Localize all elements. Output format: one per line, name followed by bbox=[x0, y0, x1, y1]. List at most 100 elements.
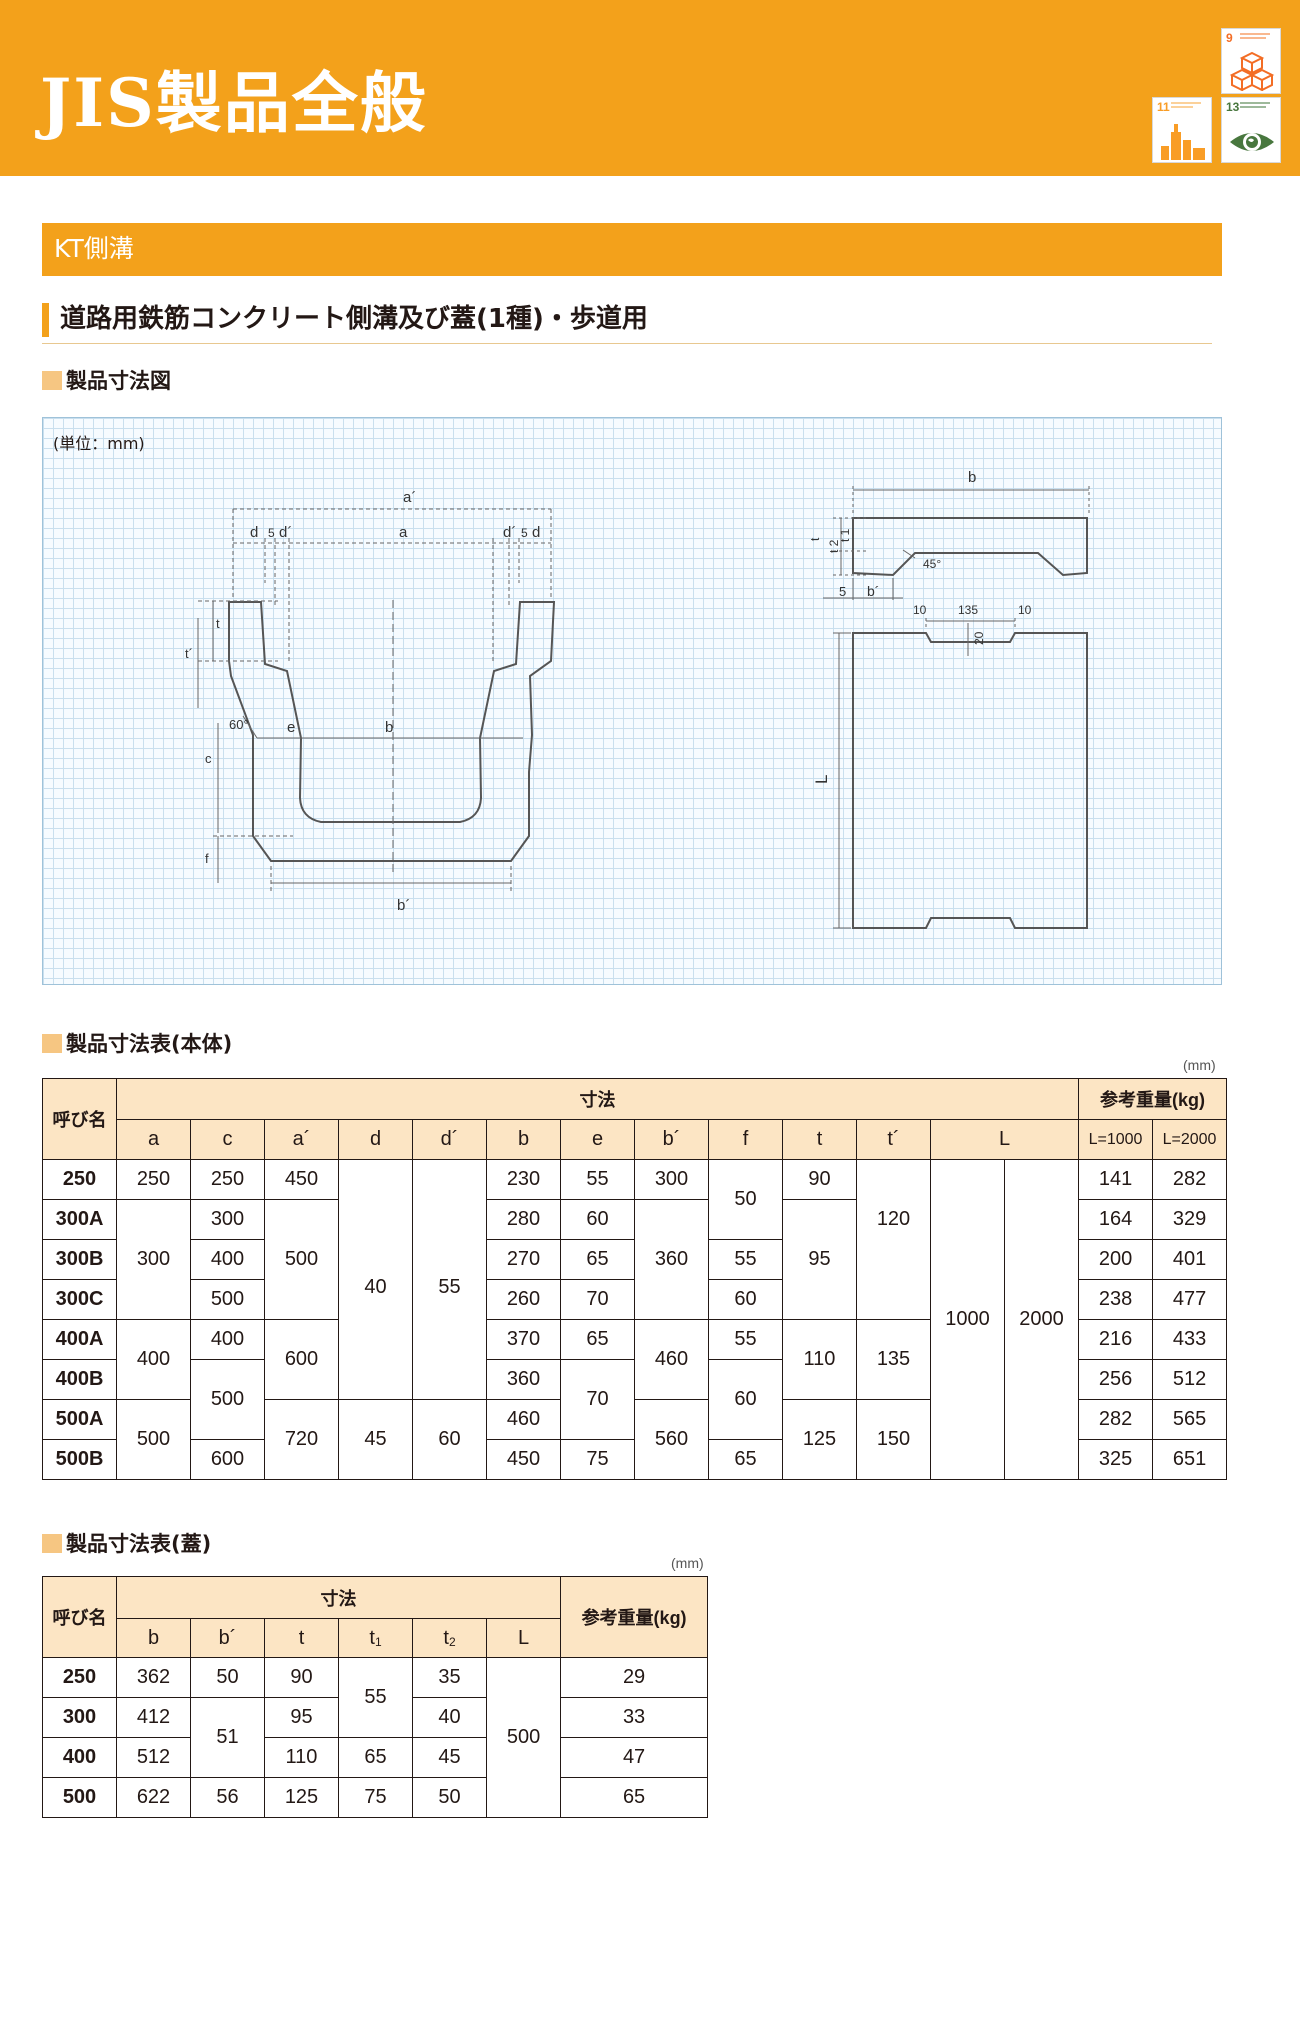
col-t1: t1 bbox=[338, 1618, 413, 1658]
cell-weight-1000: 216 bbox=[1078, 1319, 1154, 1360]
lid-label-45-degree: 45° bbox=[923, 557, 941, 571]
cell-L: 500 bbox=[485, 1657, 562, 1818]
cell-b: 230 bbox=[486, 1159, 561, 1200]
sdg-caption-lines bbox=[1171, 102, 1207, 112]
col-a: a bbox=[116, 1119, 191, 1160]
label-5-right: 5 bbox=[521, 526, 528, 540]
row-name: 300B bbox=[42, 1239, 117, 1280]
cell-t2: 50 bbox=[412, 1777, 487, 1818]
cell-t1: 75 bbox=[338, 1777, 413, 1818]
product-subtitle: 道路用鉄筋コンクリート側溝及び蓋(1種)・歩道用 bbox=[42, 300, 1212, 344]
col-t1-base: t bbox=[369, 1626, 375, 1649]
drawing-heading-text: 製品寸法図 bbox=[66, 369, 171, 393]
cell-weight-1000: 325 bbox=[1078, 1439, 1154, 1480]
cell-a-prime: 450 bbox=[264, 1159, 339, 1200]
cell-weight-1000: 256 bbox=[1078, 1359, 1154, 1400]
cell-b: 450 bbox=[486, 1439, 561, 1480]
cell-weight-2000: 565 bbox=[1152, 1399, 1228, 1440]
label-c: c bbox=[205, 751, 212, 766]
label-e: e bbox=[287, 719, 295, 736]
cell-weight-2000: 477 bbox=[1152, 1279, 1228, 1320]
cell-b: 280 bbox=[486, 1199, 561, 1240]
sdg-caption-lines bbox=[1240, 102, 1276, 112]
col-t-prime: t´ bbox=[856, 1119, 931, 1160]
sdg-number: 13 bbox=[1226, 100, 1240, 114]
body-dimension-table: 呼び名 寸法 参考重量(kg) a c a´ d d´ b e b´ f t t… bbox=[42, 1078, 1228, 1480]
cell-b-prime: 51 bbox=[190, 1697, 265, 1778]
cell-f: 65 bbox=[708, 1439, 783, 1480]
drawing-unit-note: (単位：mm) bbox=[53, 434, 145, 453]
label-d-prime-left: d´ bbox=[279, 524, 292, 541]
category-bar: KT側溝 bbox=[42, 223, 1222, 276]
col-b: b bbox=[116, 1618, 191, 1658]
cell-a: 300 bbox=[116, 1199, 191, 1320]
cell-d: 40 bbox=[338, 1159, 413, 1400]
cell-d-prime-value: 55 bbox=[438, 1276, 461, 1298]
col-t2: t2 bbox=[412, 1618, 487, 1658]
lid-label-t2: t 2 bbox=[827, 539, 841, 553]
drawing-heading: 製品寸法図 bbox=[42, 369, 171, 394]
cell-t: 110 bbox=[782, 1319, 857, 1400]
col-e: e bbox=[560, 1119, 635, 1160]
col-weight-header: 参考重量(kg) bbox=[560, 1576, 709, 1658]
category-label: KT側溝 bbox=[54, 234, 134, 263]
label-60-degree: 60° bbox=[229, 717, 249, 732]
lid-label-b-prime: b´ bbox=[867, 583, 879, 599]
cell-t-prime: 120 bbox=[856, 1159, 931, 1320]
cell-e: 65 bbox=[560, 1239, 635, 1280]
row-name: 250 bbox=[42, 1159, 117, 1200]
cell-b-prime: 50 bbox=[190, 1657, 265, 1698]
cell-c: 500 bbox=[190, 1279, 265, 1320]
row-name: 250 bbox=[42, 1657, 117, 1698]
cell-e: 60 bbox=[560, 1199, 635, 1240]
label-5-left: 5 bbox=[268, 526, 275, 540]
lid-table-unit: (mm) bbox=[671, 1555, 704, 1571]
cell-weight-2000: 329 bbox=[1152, 1199, 1228, 1240]
cell-b: 360 bbox=[486, 1359, 561, 1400]
heading-marker bbox=[42, 371, 62, 390]
lid-table-heading: 製品寸法表(蓋) bbox=[42, 1532, 211, 1557]
cell-f: 60 bbox=[708, 1359, 783, 1440]
city-buildings-icon bbox=[1161, 124, 1205, 160]
cell-c: 400 bbox=[190, 1319, 265, 1360]
lid-section bbox=[852, 517, 1088, 577]
cell-weight-1000: 200 bbox=[1078, 1239, 1154, 1280]
label-b: b bbox=[385, 719, 393, 736]
cell-L-2000: 2000 bbox=[1003, 1159, 1080, 1480]
row-name: 300 bbox=[42, 1697, 117, 1738]
label-t: t bbox=[216, 616, 220, 631]
cell-t: 95 bbox=[264, 1697, 339, 1738]
cell-weight-1000: 141 bbox=[1078, 1159, 1154, 1200]
cell-a: 400 bbox=[116, 1319, 191, 1400]
label-a-prime: a´ bbox=[403, 489, 416, 506]
cell-weight: 65 bbox=[560, 1777, 709, 1818]
sdg-goal-11-badge: 11 bbox=[1152, 97, 1212, 163]
cell-d: 45 bbox=[338, 1399, 413, 1480]
row-name: 400B bbox=[42, 1359, 117, 1400]
body-dimension-labels: a´ a d 5 d´ d´ 5 d t t´ c f 60° e b b´ bbox=[185, 489, 540, 914]
cell-b: 512 bbox=[116, 1737, 191, 1778]
cell-d-prime: 60 bbox=[412, 1399, 487, 1480]
col-L: L bbox=[485, 1618, 562, 1658]
col-t1-sub: 1 bbox=[374, 1634, 382, 1649]
cell-d-prime: 55 bbox=[412, 1159, 487, 1400]
body-table-unit: (mm) bbox=[1183, 1057, 1216, 1073]
row-name: 500B bbox=[42, 1439, 117, 1480]
cell-t1: 55 bbox=[338, 1657, 413, 1738]
col-weight-header: 参考重量(kg) bbox=[1078, 1078, 1228, 1120]
row-name: 500A bbox=[42, 1399, 117, 1440]
label-d-prime-right: d´ bbox=[503, 524, 516, 541]
col-t: t bbox=[782, 1119, 857, 1160]
cell-weight-2000: 401 bbox=[1152, 1239, 1228, 1280]
cell-b: 622 bbox=[116, 1777, 191, 1818]
cell-weight-1000: 164 bbox=[1078, 1199, 1154, 1240]
row-name: 400A bbox=[42, 1319, 117, 1360]
cell-a: 500 bbox=[116, 1399, 191, 1480]
sdg-goal-13-badge: 13 bbox=[1221, 97, 1281, 163]
page-header: JIS製品全般 9 11 13 bbox=[0, 0, 1300, 176]
cell-c: 400 bbox=[190, 1239, 265, 1280]
cell-weight-2000: 282 bbox=[1152, 1159, 1228, 1200]
col-d-prime: d´ bbox=[412, 1119, 487, 1160]
lid-dimension-labels: b t t 2 t 1 45° 5 b´ bbox=[808, 469, 976, 599]
cell-weight: 33 bbox=[560, 1697, 709, 1738]
